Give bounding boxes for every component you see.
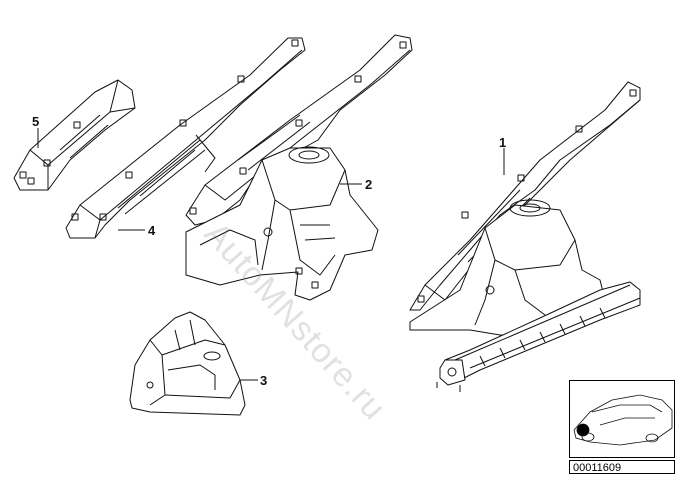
callout-2[interactable]: 2 <box>365 177 373 192</box>
callout-3[interactable]: 3 <box>260 373 268 388</box>
part-3-wheel-house[interactable] <box>129 311 246 416</box>
inset-overlay <box>573 394 673 446</box>
part-2-wheel-arch-assembly[interactable] <box>185 34 413 301</box>
part-4-long-rail[interactable] <box>65 37 306 239</box>
callout-5[interactable]: 5 <box>32 114 40 129</box>
diagram-part-code: 00011609 <box>569 460 675 474</box>
part-5-rail-section[interactable] <box>13 79 136 191</box>
callout-4[interactable]: 4 <box>148 223 156 238</box>
callout-1[interactable]: 1 <box>499 135 507 150</box>
part-1-side-member-assembly[interactable] <box>409 81 641 392</box>
